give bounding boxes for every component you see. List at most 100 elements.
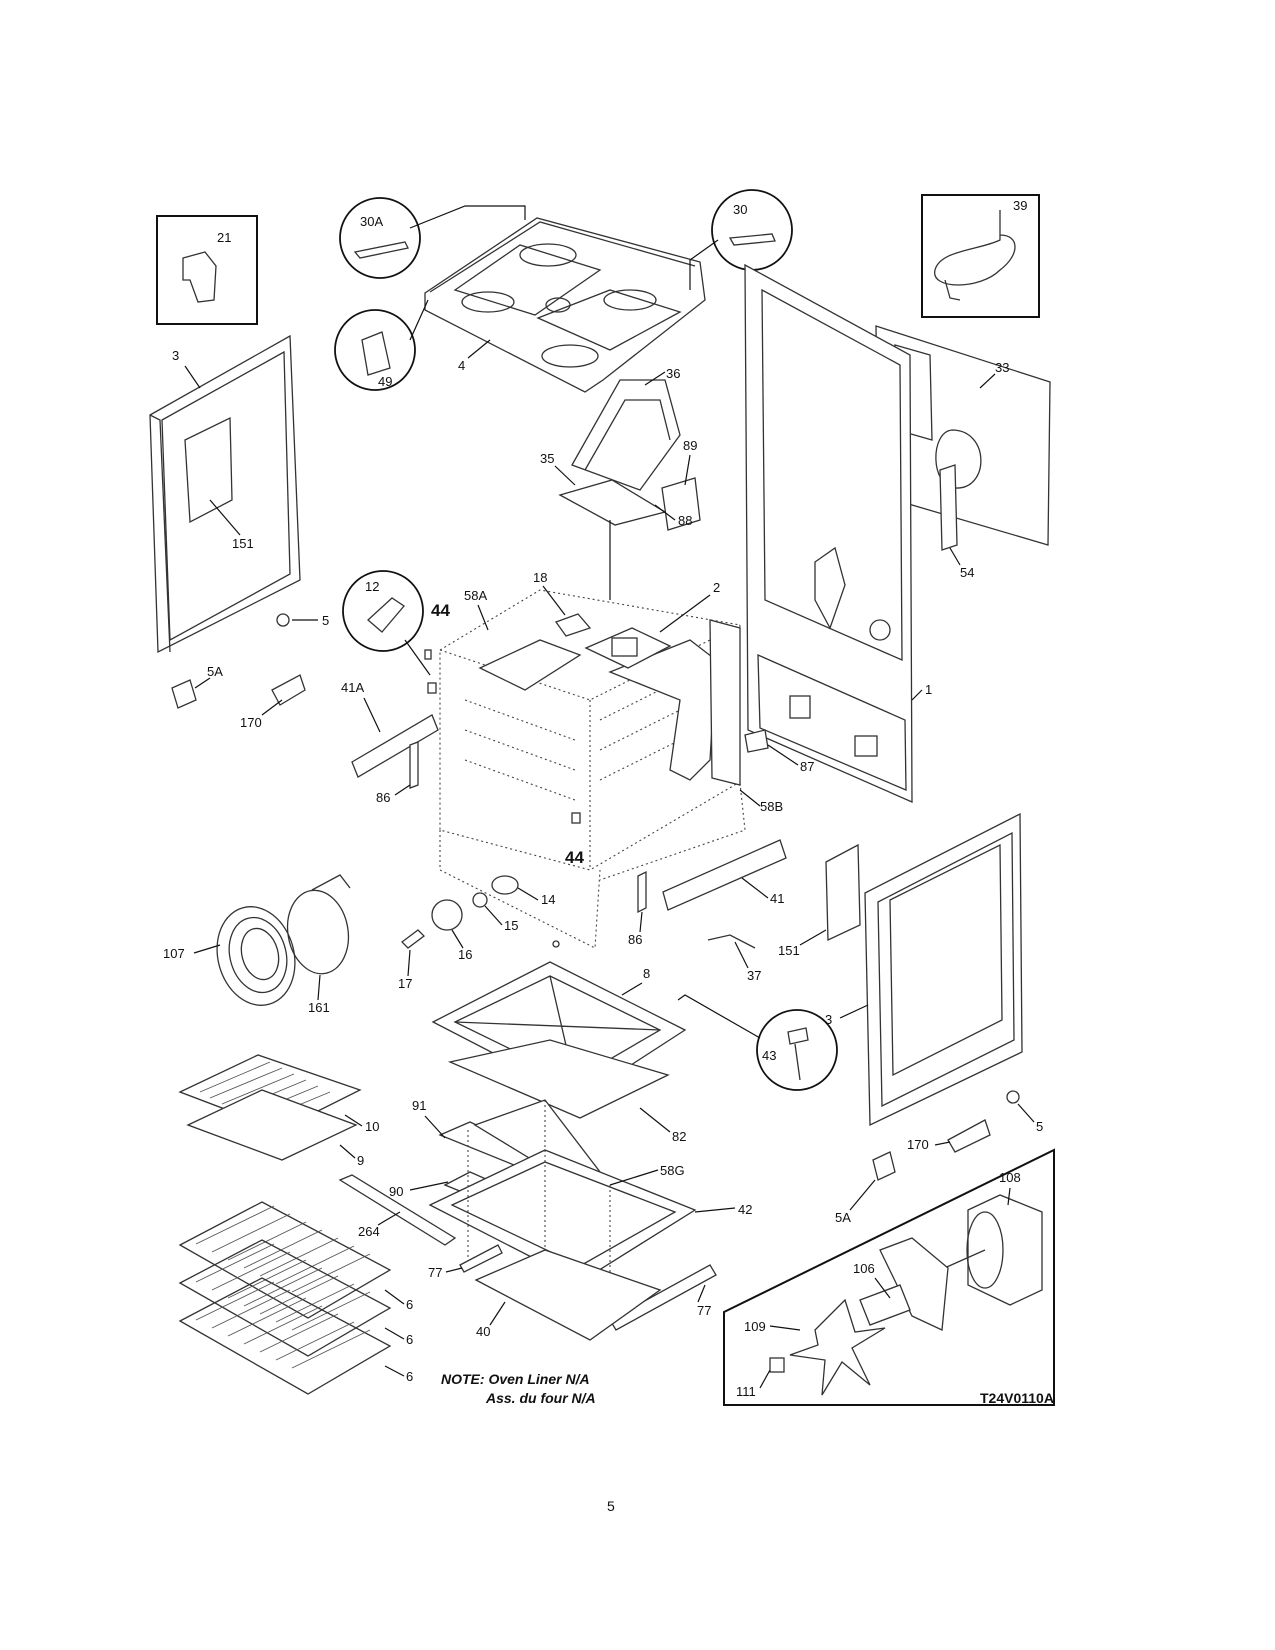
- label-30: 30: [733, 202, 747, 217]
- label-77-left: 77: [428, 1265, 442, 1280]
- burner-box-part-4: [424, 217, 706, 393]
- label-37: 37: [747, 968, 761, 983]
- slide-86-right: [637, 870, 647, 914]
- callout-49: 49: [334, 299, 429, 391]
- oven-door-right-part-3: 3: [825, 812, 1023, 1127]
- label-89: 89: [683, 438, 697, 453]
- box-part-39: 39: [921, 194, 1040, 318]
- callout-30: 30: [689, 189, 793, 290]
- callout-12: 12 44 44: [342, 570, 584, 867]
- hinge-5A-right: [872, 1151, 896, 1181]
- label-151-right: 151: [778, 943, 800, 958]
- callout-30A: 30A: [339, 197, 526, 279]
- label-108: 108: [999, 1170, 1021, 1185]
- label-82: 82: [672, 1129, 686, 1144]
- convection-duct: 36 35 89 88: [540, 366, 701, 600]
- label-5A-left: 5A: [207, 664, 223, 679]
- label-12: 12: [365, 579, 379, 594]
- bake-element-cover-82: [447, 1039, 670, 1119]
- callout-43: 43: [677, 994, 838, 1091]
- panel-151-right: [825, 843, 861, 942]
- label-91: 91: [412, 1098, 426, 1113]
- oven-light: 14 15 16 17: [398, 875, 555, 991]
- label-6-c: 6: [406, 1369, 413, 1384]
- side-rail-41A: 41A: [341, 680, 439, 778]
- label-44-top: 44: [431, 601, 450, 620]
- label-264: 264: [358, 1224, 380, 1239]
- label-6-a: 6: [406, 1297, 413, 1312]
- label-90: 90: [389, 1184, 403, 1199]
- label-58G: 58G: [660, 1163, 685, 1178]
- label-18: 18: [533, 570, 547, 585]
- label-2: 2: [713, 580, 720, 595]
- label-43: 43: [762, 1048, 776, 1063]
- label-6-b: 6: [406, 1332, 413, 1347]
- side-rail-41: 41: [662, 839, 787, 911]
- note-line-2: Ass. du four N/A: [486, 1390, 596, 1406]
- label-77-right: 77: [697, 1303, 711, 1318]
- part-87-bracket: [744, 729, 769, 753]
- convection-fan-box: 108 106 109 111: [723, 1148, 1055, 1406]
- label-44-mid: 44: [565, 848, 584, 867]
- label-5-left: 5: [322, 613, 329, 628]
- label-151-left: 151: [232, 536, 254, 551]
- label-161: 161: [308, 1000, 330, 1015]
- label-86-left: 86: [376, 790, 390, 805]
- label-9: 9: [357, 1153, 364, 1168]
- box-part-21: 21: [156, 215, 258, 325]
- oven-cavity: 58A 58B: [439, 588, 783, 949]
- label-30A: 30A: [360, 214, 383, 229]
- drawer-assembly: 91 90 58G 42: [389, 1098, 752, 1283]
- label-3-left: 3: [172, 348, 179, 363]
- label-8: 8: [643, 966, 650, 981]
- label-5A-right: 5A: [835, 1210, 851, 1225]
- wire-37: [707, 934, 756, 949]
- oven-door-left-part-3: 3 151: [149, 334, 301, 654]
- label-35: 35: [540, 451, 554, 466]
- hinge-left: 5 5A 170: [171, 613, 329, 730]
- label-3-right: 3: [825, 1012, 832, 1027]
- gasket-161: 161: [286, 874, 351, 1015]
- label-40: 40: [476, 1324, 490, 1339]
- label-170-left: 170: [240, 715, 262, 730]
- label-36: 36: [666, 366, 680, 381]
- label-107: 107: [163, 946, 185, 961]
- label-5-right: 5: [1036, 1119, 1043, 1134]
- label-41: 41: [770, 891, 784, 906]
- slide-77-right: [609, 1264, 717, 1331]
- fan-cover-107: 107: [163, 906, 296, 1006]
- broil-pan: 10 9: [178, 1054, 379, 1168]
- trim-plate-part-2: 2 18: [533, 570, 720, 669]
- note-line-1: NOTE: Oven Liner N/A: [441, 1371, 590, 1387]
- label-4: 4: [458, 358, 465, 373]
- slide-86-left: [409, 741, 419, 789]
- drawer-bottom-40: [474, 1249, 662, 1341]
- label-58B: 58B: [760, 799, 783, 814]
- label-170-right: 170: [907, 1137, 929, 1152]
- label-33: 33: [995, 360, 1009, 375]
- label-10: 10: [365, 1119, 379, 1134]
- label-88: 88: [678, 513, 692, 528]
- label-111: 111: [736, 1384, 756, 1399]
- label-39: 39: [1013, 198, 1027, 213]
- label-109: 109: [744, 1319, 766, 1334]
- label-58A: 58A: [464, 588, 487, 603]
- label-54: 54: [960, 565, 974, 580]
- screw-5-right: [1006, 1090, 1020, 1104]
- oven-racks: 6 6 6: [178, 1201, 413, 1395]
- label-41A: 41A: [341, 680, 364, 695]
- trim-264: [338, 1174, 457, 1246]
- label-21: 21: [217, 230, 231, 245]
- label-86-right: 86: [628, 932, 642, 947]
- label-49: 49: [378, 374, 392, 389]
- label-14: 14: [541, 892, 555, 907]
- label-87: 87: [800, 759, 814, 774]
- label-17: 17: [398, 976, 412, 991]
- hinge-170-right: [947, 1119, 991, 1153]
- label-42: 42: [738, 1202, 752, 1217]
- rear-wall-part-1: 1: [744, 263, 932, 803]
- label-16: 16: [458, 947, 472, 962]
- label-106: 106: [853, 1261, 875, 1276]
- bracket-part-54: 54: [939, 464, 974, 580]
- diagram-code: T24V0110A: [980, 1390, 1054, 1406]
